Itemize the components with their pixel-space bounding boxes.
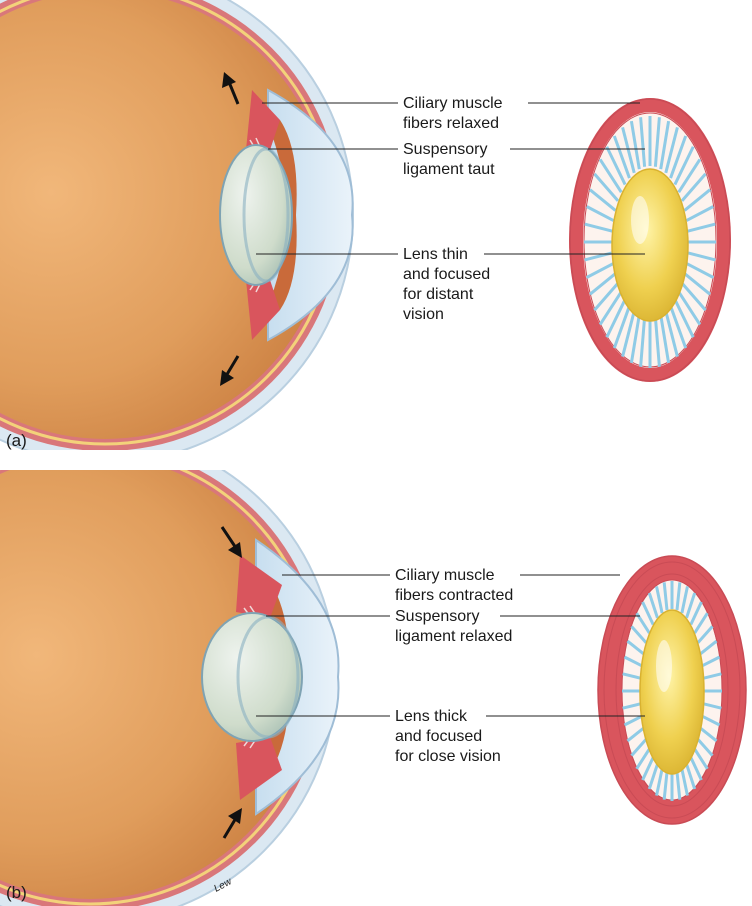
ciliary-line-2: fibers contracted bbox=[395, 587, 513, 604]
lens-line-3: for distant bbox=[403, 286, 474, 303]
suspensory-line-1: Suspensory bbox=[395, 608, 480, 625]
lens-front-view-b bbox=[598, 556, 746, 824]
label-ciliary-muscle-b: Ciliary muscle fibers contracted bbox=[282, 567, 620, 604]
eye-cross-section-a bbox=[0, 0, 353, 463]
ciliary-line-2: fibers relaxed bbox=[403, 115, 499, 132]
eye-cross-section-b bbox=[0, 431, 339, 906]
lens-line-1: Lens thin bbox=[403, 246, 468, 263]
lens-line-2: and focused bbox=[395, 728, 482, 745]
lens-line-2: and focused bbox=[403, 266, 490, 283]
ciliary-line-1: Ciliary muscle bbox=[395, 567, 495, 584]
panel-label-b: (b) bbox=[6, 883, 27, 902]
lens-line-4: vision bbox=[403, 306, 444, 323]
panel-a: Ciliary muscle fibers relaxed Suspensory… bbox=[0, 0, 730, 463]
panel-label-a: (a) bbox=[6, 431, 27, 450]
lens-line-3: for close vision bbox=[395, 748, 501, 765]
lens-line-1: Lens thick bbox=[395, 708, 468, 725]
suspensory-line-2: ligament taut bbox=[403, 161, 495, 178]
suspensory-line-1: Suspensory bbox=[403, 141, 488, 158]
panel-b: Ciliary muscle fibers contracted Suspens… bbox=[0, 431, 746, 906]
ciliary-line-1: Ciliary muscle bbox=[403, 95, 503, 112]
suspensory-line-2: ligament relaxed bbox=[395, 628, 512, 645]
lens-front-view-a bbox=[570, 99, 730, 381]
